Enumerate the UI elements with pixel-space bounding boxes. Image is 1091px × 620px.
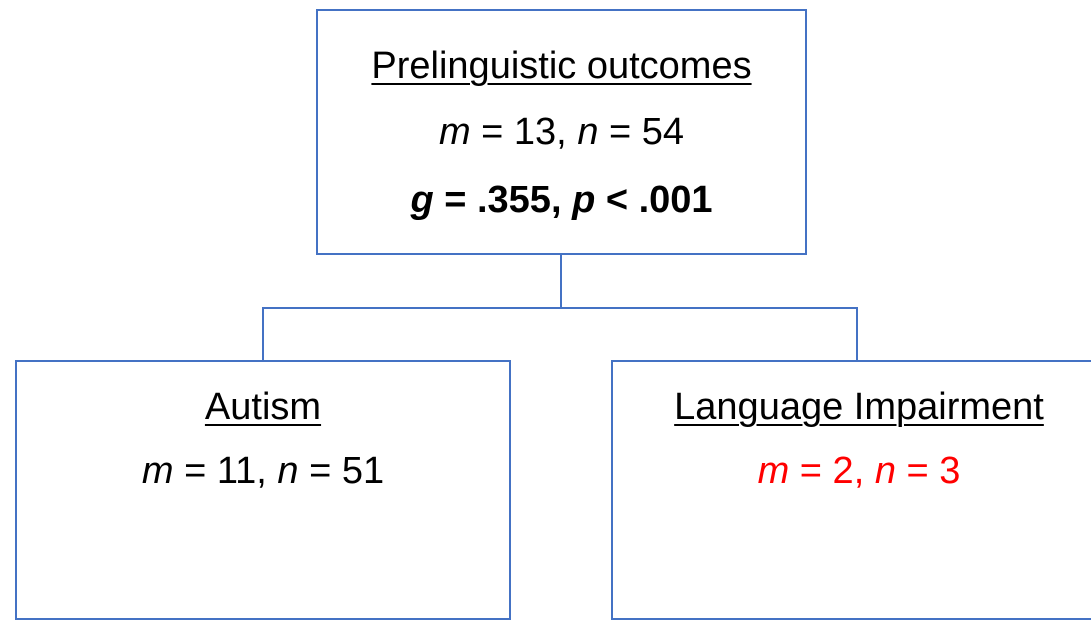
child-node-title: Autism: [204, 386, 322, 428]
root-m-value: = 13,: [470, 111, 578, 153]
root-n-label: n: [577, 111, 599, 153]
connector-horizontal: [262, 307, 858, 309]
root-node-prelinguistic-outcomes: Prelinguistic outcomes m = 13, n = 54 g …: [316, 9, 807, 255]
child-node-counts: m = 2, n = 3: [613, 448, 1091, 494]
autism-m-label: m: [141, 450, 174, 492]
child-node-counts: m = 11, n = 51: [17, 448, 509, 494]
autism-n-label: n: [277, 450, 299, 492]
root-m-label: m: [438, 111, 471, 153]
li-m-label: m: [757, 450, 790, 492]
li-n-value: = 3: [895, 450, 961, 492]
root-p-value: < .001: [595, 179, 713, 221]
li-n-label: n: [874, 450, 896, 492]
connector-right-down: [856, 307, 858, 361]
connector-root-down: [560, 255, 562, 308]
root-g-value: = .355,: [433, 179, 573, 221]
root-node-effect: g = .355, p < .001: [318, 177, 805, 223]
root-node-title: Prelinguistic outcomes: [371, 45, 752, 87]
root-n-value: = 54: [598, 111, 685, 153]
root-p-label: p: [572, 179, 596, 221]
connector-left-down: [262, 307, 264, 361]
li-m-value: = 2,: [789, 450, 875, 492]
child-node-title: Language Impairment: [674, 386, 1044, 428]
root-node-counts: m = 13, n = 54: [318, 109, 805, 155]
autism-m-value: = 11,: [173, 450, 278, 492]
autism-n-value: = 51: [298, 450, 385, 492]
root-g-label: g: [410, 179, 434, 221]
child-node-autism: Autism m = 11, n = 51: [15, 360, 511, 620]
child-node-language-impairment: Language Impairment m = 2, n = 3: [611, 360, 1091, 620]
